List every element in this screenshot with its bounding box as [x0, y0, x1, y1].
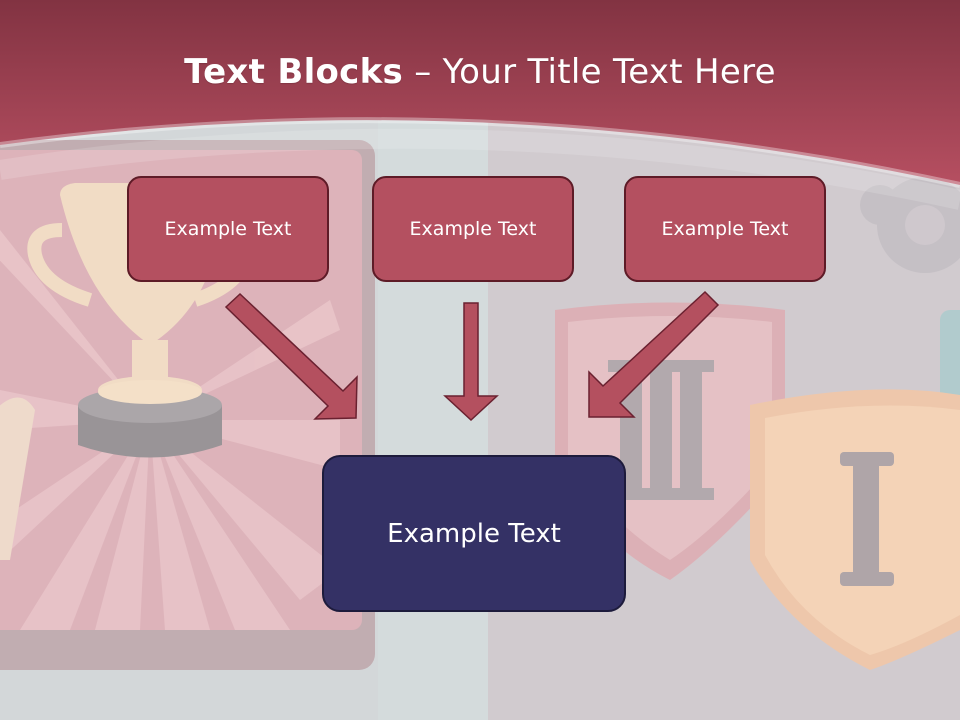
gear-icon — [860, 177, 960, 273]
arrow-center — [443, 302, 499, 422]
text-box-right[interactable]: Example Text — [624, 176, 826, 282]
slide-title: Text Blocks – Your Title Text Here — [0, 52, 960, 92]
text-box-center[interactable]: Example Text — [372, 176, 574, 282]
text-box-left[interactable]: Example Text — [127, 176, 329, 282]
arrow-left — [224, 292, 358, 420]
header-band — [0, 0, 960, 210]
text-box-bottom[interactable]: Example Text — [322, 455, 626, 612]
title-rest: Your Title Text Here — [442, 52, 776, 92]
title-bold: Text Blocks — [184, 52, 404, 92]
title-dash: – — [403, 52, 443, 92]
shield-I-icon — [750, 389, 960, 670]
arrow-right — [588, 290, 720, 418]
